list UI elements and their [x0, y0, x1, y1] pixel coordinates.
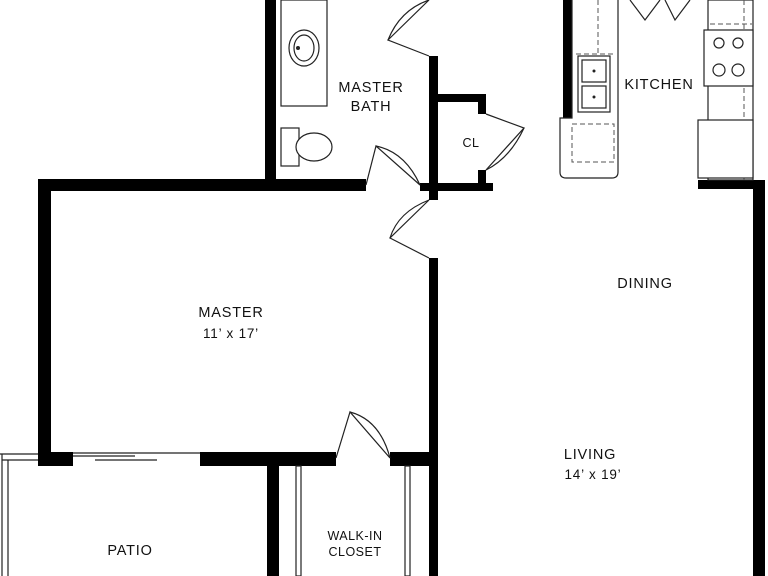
doors [335, 0, 526, 459]
walk-in-closet-label-line2: CLOSET [328, 545, 381, 559]
patio-label: PATIO [107, 543, 152, 559]
sink-icon [288, 29, 320, 67]
sliding-patio-door [73, 452, 200, 461]
room-labels: MASTER BATH KITCHEN CL MASTER 11’ x 17’ … [107, 77, 693, 559]
dining-label: DINING [617, 276, 673, 292]
living-label: LIVING [564, 447, 616, 463]
refrigerator [697, 119, 754, 179]
double-sink-icon [577, 55, 611, 113]
stove-icon [703, 29, 754, 87]
walls [38, 0, 765, 576]
living-dimensions: 14’ x 19’ [565, 467, 622, 482]
master-bath-label-line1: MASTER [338, 80, 403, 96]
cabinet-doors [629, 0, 691, 22]
closet-label: CL [463, 136, 480, 150]
walk-in-closet-label-line1: WALK-IN [327, 529, 382, 543]
master-label: MASTER [198, 305, 263, 321]
walk-in-closet-walls [295, 465, 411, 576]
master-dimensions: 11’ x 17’ [203, 326, 259, 341]
master-bath-label-line2: BATH [351, 99, 392, 115]
kitchen-label: KITCHEN [624, 77, 693, 93]
toilet-icon [280, 127, 333, 167]
patio-outline [0, 453, 38, 576]
